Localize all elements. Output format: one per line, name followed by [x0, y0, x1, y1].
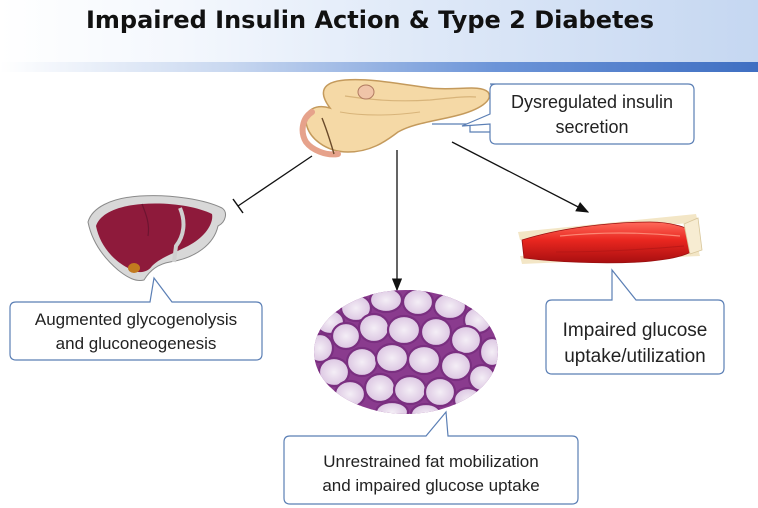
muscle-illustration — [518, 214, 703, 264]
pancreas-callout-box — [461, 83, 695, 145]
fat-callout-box — [283, 410, 579, 505]
fat-callout-line-1: Unrestrained fat mobilization — [323, 452, 539, 471]
fat-callout-line-2: and impaired glucose uptake — [322, 476, 540, 495]
liver-callout-line-2: and gluconeogenesis — [55, 334, 217, 353]
pancreas-illustration — [299, 78, 492, 158]
adipose-tissue-illustration — [314, 290, 498, 414]
arrow-to-muscle — [451, 141, 590, 213]
pancreas-callout-text: Dysregulated insulin secretion — [492, 90, 692, 140]
fat-callout-text: Unrestrained fat mobilization and impair… — [286, 450, 576, 498]
title-banner: Impaired Insulin Action & Type 2 Diabete… — [0, 0, 758, 62]
muscle-callout-line-1: Impaired glucose — [562, 320, 708, 341]
liver-callout-box — [9, 276, 263, 361]
title-underline-bar — [0, 62, 758, 72]
page-title: Impaired Insulin Action & Type 2 Diabete… — [85, 6, 655, 34]
liver-callout-text: Augmented glycogenolysis and gluconeogen… — [12, 308, 260, 356]
muscle-callout-text: Impaired glucose uptake/utilization — [548, 318, 722, 370]
liver-illustration — [87, 195, 226, 281]
muscle-callout-line-2: uptake/utilization — [564, 346, 706, 367]
muscle-callout-box — [545, 268, 725, 375]
pancreas-callout-line-2: secretion — [555, 117, 629, 137]
liver-callout-line-1: Augmented glycogenolysis — [34, 310, 238, 329]
pancreas-callout-line-1: Dysregulated insulin — [510, 92, 674, 112]
inhibition-line-to-liver — [232, 155, 313, 214]
